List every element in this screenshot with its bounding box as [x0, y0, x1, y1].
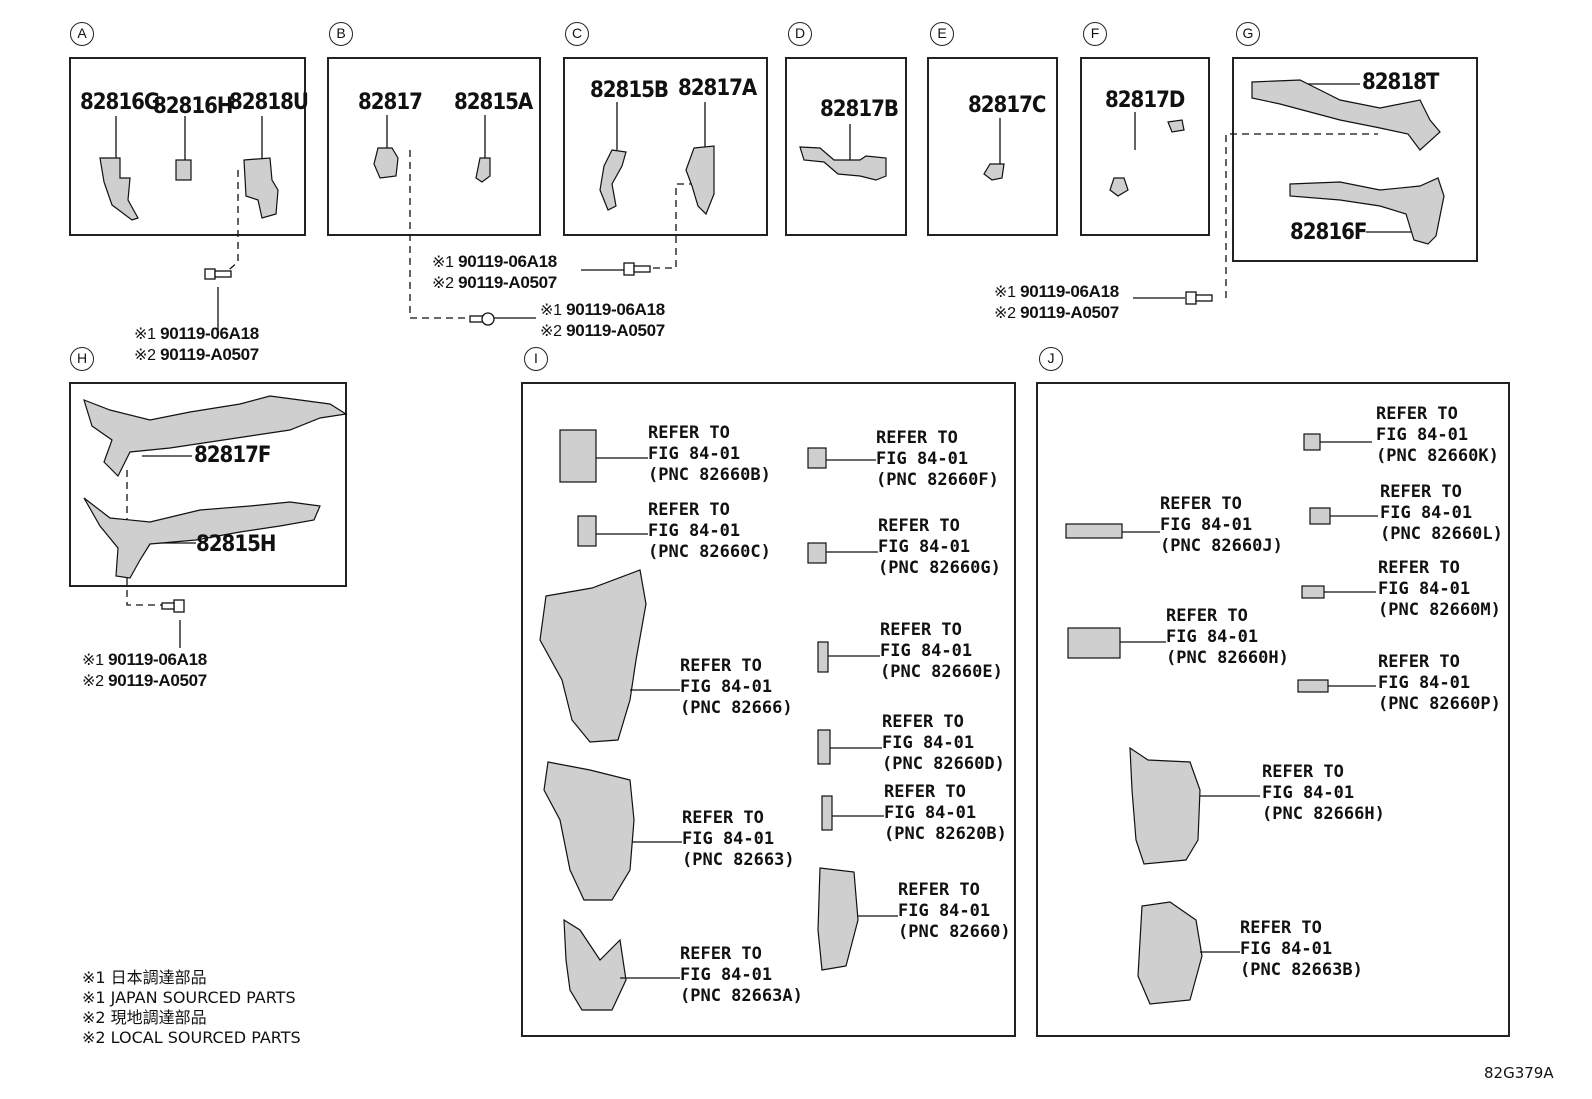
part-number-82817a: 82817A [678, 76, 757, 101]
ref-82663b: REFER TO FIG 84-01 (PNC 82663B) [1240, 918, 1363, 980]
box-e [927, 57, 1058, 236]
section-label-e: E [930, 22, 954, 46]
ref-82660e: REFER TO FIG 84-01 (PNC 82660E) [880, 620, 1003, 682]
bolt-callout-c: ※1 90119-06A18 ※2 90119-A0507 [432, 252, 557, 292]
ref-82660g: REFER TO FIG 84-01 (PNC 82660G) [878, 516, 1001, 578]
bolt-callout-h: ※1 90119-06A18 ※2 90119-A0507 [82, 650, 207, 690]
section-label-d: D [788, 22, 812, 46]
part-number-82818u: 82818U [229, 90, 309, 115]
box-f [1080, 57, 1210, 236]
ref-82660j: REFER TO FIG 84-01 (PNC 82660J) [1160, 494, 1283, 556]
bolt-callout-a: ※1 90119-06A18 ※2 90119-A0507 [134, 324, 259, 364]
section-label-h: H [70, 347, 94, 371]
ref-82663a: REFER TO FIG 84-01 (PNC 82663A) [680, 944, 803, 1006]
ref-82660d: REFER TO FIG 84-01 (PNC 82660D) [882, 712, 1005, 774]
part-number-82817: 82817 [358, 90, 423, 115]
ref-82660p: REFER TO FIG 84-01 (PNC 82660P) [1378, 652, 1501, 714]
ref-82660m: REFER TO FIG 84-01 (PNC 82660M) [1378, 558, 1501, 620]
legend-line: ※2 現地調達部品 [82, 1008, 207, 1027]
section-label-f: F [1083, 22, 1107, 46]
figure-code: 82G379A [1484, 1064, 1554, 1082]
part-number-82816h: 82816H [153, 94, 233, 119]
part-number-82817b: 82817B [820, 97, 899, 122]
box-i [521, 382, 1016, 1037]
section-label-g: G [1236, 22, 1260, 46]
ref-82660c: REFER TO FIG 84-01 (PNC 82660C) [648, 500, 771, 562]
section-label-i: I [524, 347, 548, 371]
section-label-j: J [1039, 347, 1063, 371]
ref-82663: REFER TO FIG 84-01 (PNC 82663) [682, 808, 795, 870]
box-b [327, 57, 541, 236]
box-h [69, 382, 347, 587]
legend-line: ※2 LOCAL SOURCED PARTS [82, 1028, 301, 1047]
bolt-callout-g: ※1 90119-06A18 ※2 90119-A0507 [994, 282, 1119, 322]
section-label-c: C [565, 22, 589, 46]
box-j [1036, 382, 1510, 1037]
part-number-82817f: 82817F [194, 443, 271, 468]
ref-82666h: REFER TO FIG 84-01 (PNC 82666H) [1262, 762, 1385, 824]
ref-82620b: REFER TO FIG 84-01 (PNC 82620B) [884, 782, 1007, 844]
section-label-a: A [70, 22, 94, 46]
part-number-82815a: 82815A [454, 90, 533, 115]
part-number-82816g: 82816G [80, 90, 160, 115]
ref-82666: REFER TO FIG 84-01 (PNC 82666) [680, 656, 793, 718]
section-label-b: B [329, 22, 353, 46]
ref-82660l: REFER TO FIG 84-01 (PNC 82660L) [1380, 482, 1503, 544]
part-number-82815h: 82815H [196, 532, 276, 557]
ref-82660k: REFER TO FIG 84-01 (PNC 82660K) [1376, 404, 1499, 466]
ref-82660b: REFER TO FIG 84-01 (PNC 82660B) [648, 423, 771, 485]
legend: ※1 日本調達部品 ※1 JAPAN SOURCED PARTS ※2 現地調達… [82, 968, 301, 1048]
ref-82660f: REFER TO FIG 84-01 (PNC 82660F) [876, 428, 999, 490]
bolt-callout-b: ※1 90119-06A18 ※2 90119-A0507 [540, 300, 665, 340]
part-number-82816f: 82816F [1290, 220, 1367, 245]
box-a [69, 57, 306, 236]
box-d [785, 57, 907, 236]
ref-82660: REFER TO FIG 84-01 (PNC 82660) [898, 880, 1011, 942]
part-number-82817d: 82817D [1105, 88, 1185, 113]
legend-line: ※1 JAPAN SOURCED PARTS [82, 988, 296, 1007]
legend-line: ※1 日本調達部品 [82, 968, 207, 987]
part-number-82818t: 82818T [1362, 70, 1439, 95]
part-number-82817c: 82817C [968, 93, 1046, 118]
part-number-82815b: 82815B [590, 78, 669, 103]
ref-82660h: REFER TO FIG 84-01 (PNC 82660H) [1166, 606, 1289, 668]
